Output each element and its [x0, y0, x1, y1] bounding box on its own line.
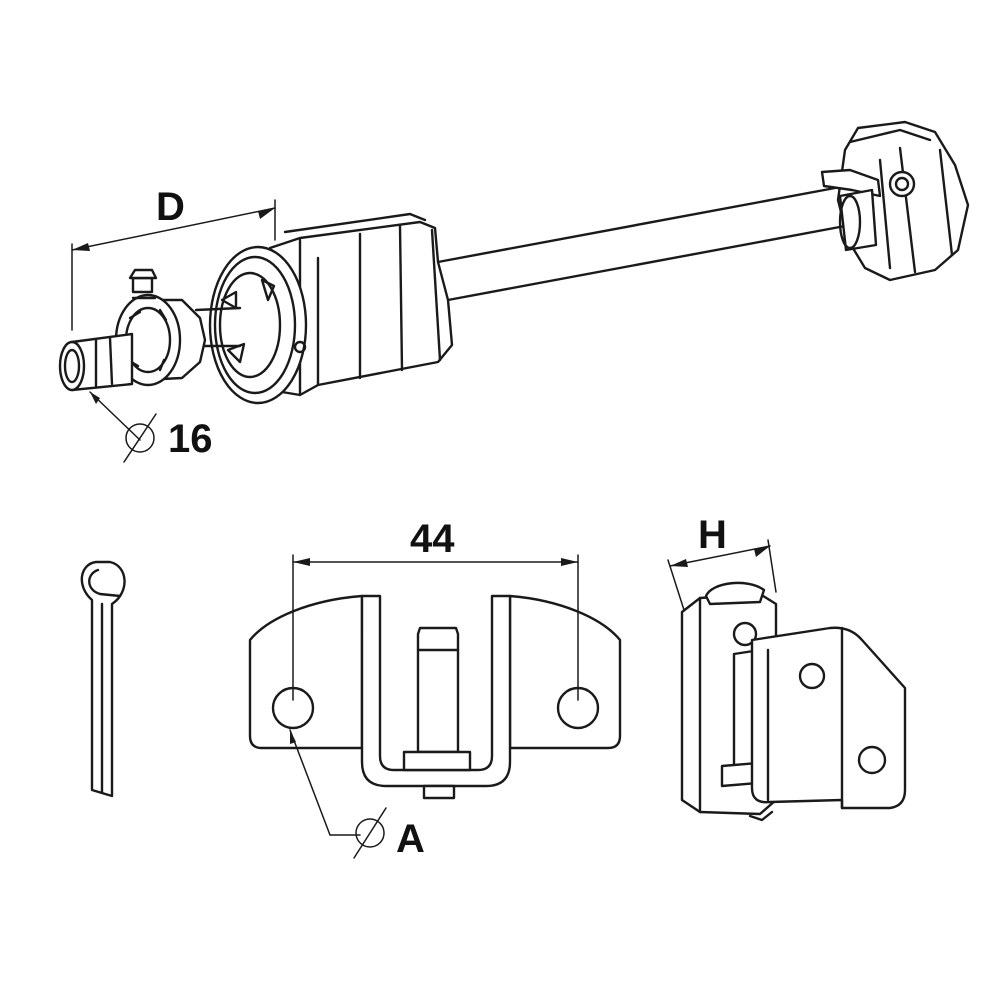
dimension-16-label: 16 — [168, 417, 213, 461]
dimension-d-label: D — [156, 185, 185, 229]
axle-pin-16 — [58, 332, 134, 392]
dimension-16: 16 — [89, 391, 213, 463]
angle-bracket: H — [667, 513, 907, 822]
roller-axle-assembly: D 16 — [58, 120, 970, 463]
dimension-44-label: 44 — [410, 517, 455, 561]
end-cap-right — [820, 120, 970, 282]
drum-adapter — [208, 212, 454, 405]
dimension-h-label: H — [698, 513, 727, 557]
dimension-d: D — [71, 185, 276, 331]
split-pin — [80, 560, 126, 798]
dimension-a-label: A — [396, 817, 425, 861]
mounting-bracket: 44 A — [248, 517, 622, 861]
